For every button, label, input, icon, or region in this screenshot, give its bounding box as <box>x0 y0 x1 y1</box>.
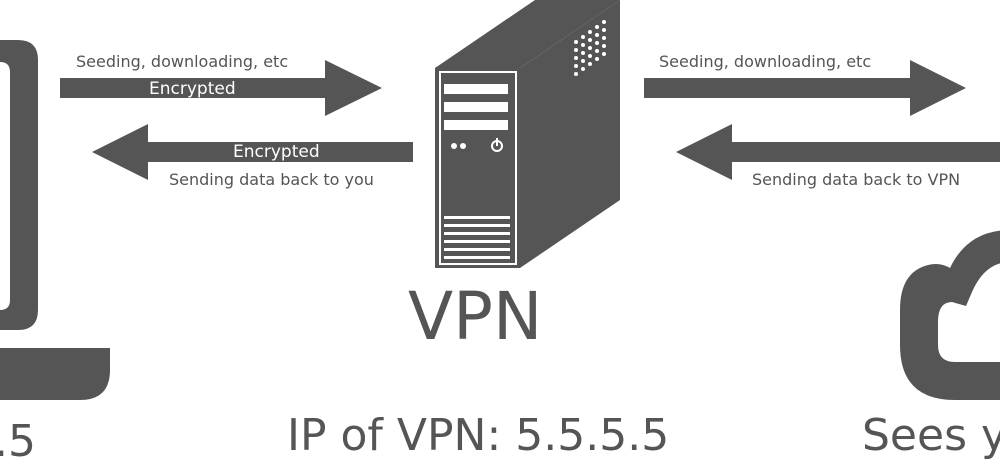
right-back-label: Sending data back to VPN <box>752 170 961 189</box>
left-back-encrypted-label: Encrypted <box>233 142 320 162</box>
left-back-label: Sending data back to you <box>169 170 374 189</box>
right-forward-label: Seeding, downloading, etc <box>659 52 872 71</box>
server-tower-icon <box>435 0 620 268</box>
left-forward-label: Seeding, downloading, etc <box>76 52 289 71</box>
arrow-right-icon <box>60 60 382 116</box>
cloud-icon <box>900 230 1000 400</box>
right-caption-fragment: Sees y <box>862 410 1000 461</box>
laptop-icon <box>0 40 110 400</box>
arrow-left-icon <box>676 124 1000 180</box>
left-ip-fragment: .5 <box>0 416 36 467</box>
left-forward-encrypted-label: Encrypted <box>149 79 236 99</box>
arrow-left-icon <box>92 124 413 180</box>
vpn-title: VPN <box>408 278 543 355</box>
arrow-right-icon <box>644 60 966 116</box>
vpn-ip-label: IP of VPN: 5.5.5.5 <box>287 410 670 461</box>
